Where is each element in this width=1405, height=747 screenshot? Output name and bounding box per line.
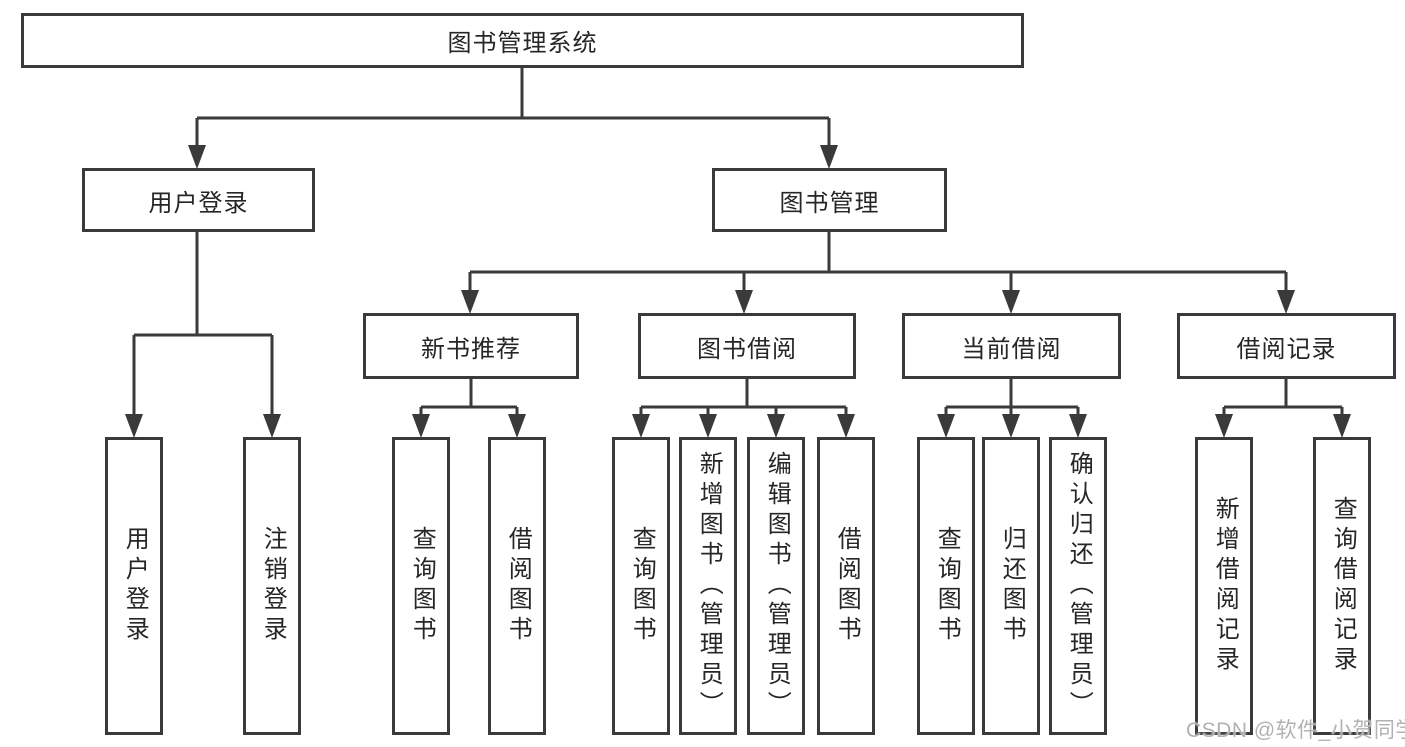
node-label: 查询图书 <box>933 526 961 646</box>
arrowhead <box>263 414 281 438</box>
connector-current-to-leaves <box>937 379 1087 438</box>
leaf-query-books-current: 查询图书 <box>917 437 975 735</box>
arrowhead <box>125 414 143 438</box>
leaf-borrow-books-recommend: 借阅图书 <box>488 437 546 735</box>
leaf-logout: 注销登录 <box>243 437 301 735</box>
node-borrowing-records: 借阅记录 <box>1177 313 1396 379</box>
arrowhead <box>632 414 650 438</box>
leaf-return-book: 归还图书 <box>982 437 1040 735</box>
arrowhead <box>508 414 526 438</box>
node-label: 查询图书 <box>408 526 436 646</box>
node-label: 归还图书 <box>998 526 1026 646</box>
node-label: 注销登录 <box>259 526 287 646</box>
arrowhead <box>837 414 855 438</box>
node-book-management: 图书管理 <box>712 168 947 232</box>
arrowhead <box>1333 414 1351 438</box>
node-library-system-root: 图书管理系统 <box>21 13 1024 68</box>
arrowhead <box>1002 290 1020 314</box>
node-label: 用户登录 <box>121 526 149 646</box>
connector-records-to-leaves <box>1215 379 1351 438</box>
arrowhead <box>699 414 717 438</box>
arrowhead <box>1215 414 1233 438</box>
node-label: 查询图书 <box>628 526 656 646</box>
arrowhead <box>735 290 753 314</box>
leaf-edit-book-admin: 编辑图书（管理员） <box>747 437 805 735</box>
node-label: 编辑图书（管理员） <box>763 451 791 721</box>
leaf-borrow-books-borrowing: 借阅图书 <box>817 437 875 735</box>
leaf-query-books-borrowing: 查询图书 <box>612 437 670 735</box>
arrowhead <box>412 414 430 438</box>
node-label: 借阅图书 <box>833 526 861 646</box>
node-label: 图书借阅 <box>697 335 797 363</box>
connector-root-to-level2 <box>188 68 838 169</box>
node-label: 图书管理 <box>779 189 880 217</box>
leaf-query-books-recommend: 查询图书 <box>392 437 450 735</box>
connector-borrowing-to-leaves <box>632 379 855 438</box>
connector-newbook-to-leaves <box>412 379 526 438</box>
leaf-add-book-admin: 新增图书（管理员） <box>679 437 737 735</box>
leaf-confirm-return-admin: 确认归还（管理员） <box>1049 437 1107 735</box>
arrowhead <box>1277 290 1295 314</box>
node-label: 借阅图书 <box>504 526 532 646</box>
connector-userlogin-to-leaves <box>125 232 281 438</box>
node-label: 用户登录 <box>148 189 249 217</box>
node-current-borrowing: 当前借阅 <box>902 313 1121 379</box>
node-label: 当前借阅 <box>961 335 1062 363</box>
node-label: 新书推荐 <box>421 335 521 363</box>
node-label: 查询借阅记录 <box>1329 496 1357 676</box>
node-new-book-recommend: 新书推荐 <box>363 313 579 379</box>
leaf-user-login: 用户登录 <box>105 437 163 735</box>
arrowhead <box>188 145 206 169</box>
arrowhead <box>937 414 955 438</box>
connector-bookmgmt-to-level3 <box>461 232 1295 314</box>
csdn-watermark: CSDN @软件_小贺同学 <box>1186 719 1405 742</box>
leaf-add-borrow-record: 新增借阅记录 <box>1195 437 1253 735</box>
node-user-login: 用户登录 <box>82 168 315 232</box>
node-label: 借阅记录 <box>1236 335 1337 363</box>
node-label: 图书管理系统 <box>447 30 598 57</box>
node-label: 新增借阅记录 <box>1211 496 1239 676</box>
leaf-query-borrow-record: 查询借阅记录 <box>1313 437 1371 735</box>
arrowhead <box>461 290 479 314</box>
node-book-borrowing: 图书借阅 <box>638 313 856 379</box>
node-label: 确认归还（管理员） <box>1065 451 1093 721</box>
node-label: 新增图书（管理员） <box>695 451 723 721</box>
arrowhead <box>1002 414 1020 438</box>
arrowhead <box>820 145 838 169</box>
arrowhead <box>1069 414 1087 438</box>
arrowhead <box>767 414 785 438</box>
